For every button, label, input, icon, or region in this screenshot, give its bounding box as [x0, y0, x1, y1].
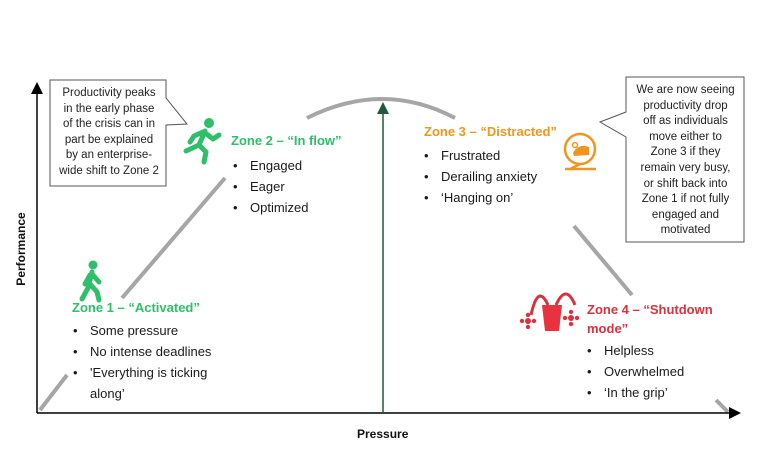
- right-callout-box: [598, 76, 745, 243]
- list-item: Derailing anxiety: [424, 166, 537, 187]
- left-callout-box: [49, 79, 189, 187]
- curve-segment-falling: [572, 224, 634, 297]
- zone2-title: Zone 2 – “In flow”: [231, 133, 342, 148]
- list-item: 'Everything is ticking along’: [73, 362, 230, 404]
- curve-segment-low-right: [714, 398, 730, 414]
- list-item: ‘In the grip’: [587, 382, 684, 403]
- list-item: ‘Hanging on’: [424, 187, 537, 208]
- zone4-title-line2: mode”: [587, 321, 629, 336]
- list-item: Overwhelmed: [587, 361, 684, 382]
- callout-line: Productivity peaks: [62, 87, 156, 99]
- list-item: Engaged: [233, 155, 309, 176]
- left-callout-text: Productivity peaks in the early phase of…: [52, 86, 166, 180]
- callout-line: in the early phase: [63, 102, 155, 115]
- callout-line: by an enterprise-: [65, 149, 153, 162]
- callout-line: or shift back into: [643, 177, 728, 190]
- callout-line: wide shift to Zone 2: [59, 164, 159, 177]
- callout-line: part be explained: [64, 133, 154, 146]
- running-person-icon: [183, 118, 222, 165]
- zone3-bullets: Frustrated Derailing anxiety ‘Hanging on…: [424, 145, 537, 208]
- list-item: Optimized: [233, 197, 309, 218]
- list-item: Frustrated: [424, 145, 537, 166]
- callout-line: Zone 3 if they: [650, 146, 721, 159]
- zone2-bullets: Engaged Eager Optimized: [233, 155, 309, 218]
- curve-segment-peak: [306, 97, 456, 120]
- zone1-title: Zone 1 – “Activated”: [72, 300, 200, 315]
- list-item: Eager: [233, 176, 309, 197]
- callout-line: of the crisis can in: [62, 118, 156, 131]
- callout-line: remain very busy,: [640, 161, 731, 174]
- callout-line: We are now seeing: [636, 84, 735, 96]
- curve-segment-rising: [120, 176, 227, 300]
- zone3-title: Zone 3 – “Distracted”: [424, 124, 557, 139]
- hamster-wheel-icon: [563, 132, 597, 171]
- walking-person-icon: [79, 260, 102, 303]
- y-axis-label: Performance: [14, 212, 28, 286]
- wilted-flowerpot-icon: [519, 292, 580, 331]
- curve-segment-low-left: [38, 373, 69, 412]
- zone4-title: Zone 4 – “Shutdown mode”: [587, 300, 713, 338]
- list-item: No intense deadlines: [73, 341, 230, 362]
- zone4-bullets: Helpless Overwhelmed ‘In the grip’: [587, 340, 684, 403]
- x-axis-label: Pressure: [357, 427, 409, 441]
- callout-line: off as individuals: [643, 115, 728, 128]
- callout-line: productivity drop: [643, 99, 728, 112]
- zone1-bullets: Some pressure No intense deadlines 'Ever…: [73, 320, 230, 404]
- callout-line: move either to: [649, 130, 722, 143]
- callout-line: engaged and: [651, 208, 720, 221]
- list-item: Helpless: [587, 340, 684, 361]
- right-callout-text: We are now seeing productivity drop off …: [627, 83, 744, 239]
- zone4-title-line1: Zone 4 – “Shutdown: [587, 302, 713, 317]
- callout-line: Zone 1 if not fully: [641, 193, 730, 206]
- list-item: Some pressure: [73, 320, 230, 341]
- callout-line: motivated: [660, 224, 711, 237]
